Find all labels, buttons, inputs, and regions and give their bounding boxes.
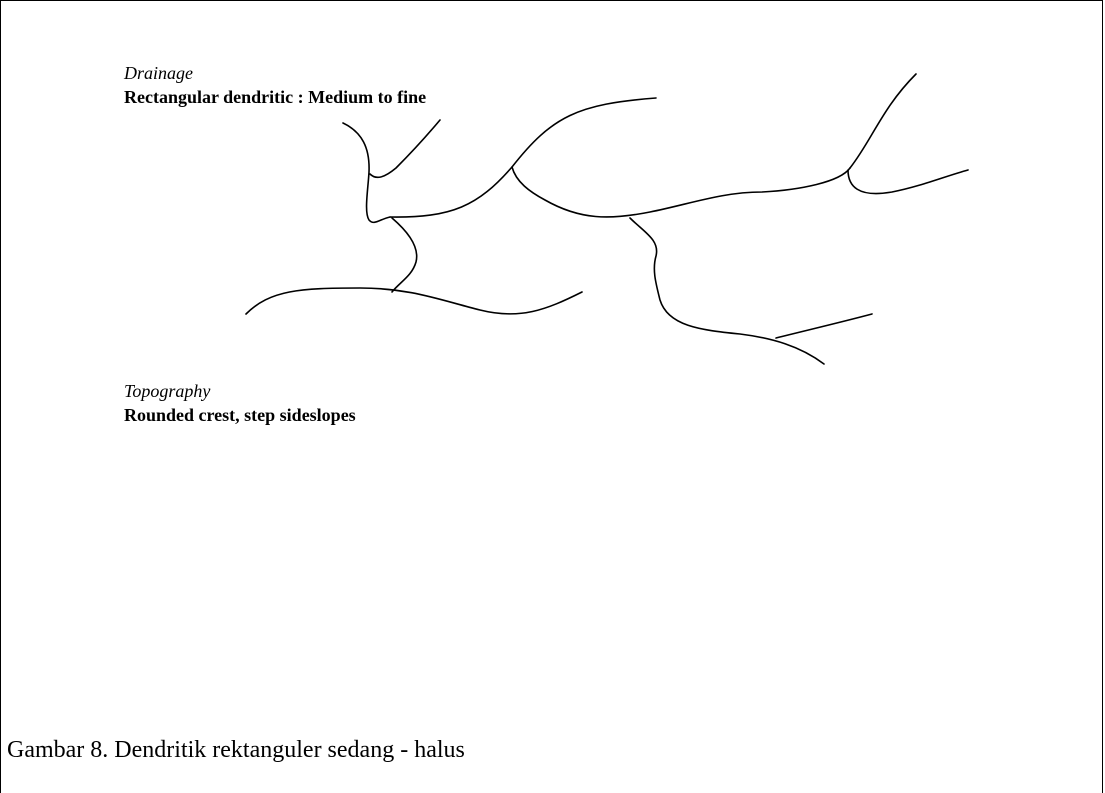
- stream-segment-lower-link: [391, 217, 418, 293]
- stream-segment-right-upper: [849, 73, 917, 169]
- drainage-value: Rectangular dendritic : Medium to fine: [124, 87, 427, 107]
- drainage-heading: Drainage: [124, 63, 193, 83]
- stream-segment-main-upper: [389, 97, 657, 218]
- stream-segment-south-branch: [629, 217, 825, 365]
- topography-heading: Topography: [124, 381, 211, 401]
- stream-segment-south-tributary: [775, 313, 873, 339]
- stream-segment-right-branch: [847, 169, 969, 195]
- stream-segment-left-tributary: [369, 119, 441, 179]
- topography-value: Rounded crest, step sideslopes: [124, 405, 356, 425]
- stream-segment-main-east: [511, 166, 851, 218]
- figure-caption: Gambar 8. Dendritik rektanguler sedang -…: [7, 737, 465, 763]
- stream-segment-lower: [245, 287, 583, 315]
- stream-segment-left-hook: [342, 122, 391, 224]
